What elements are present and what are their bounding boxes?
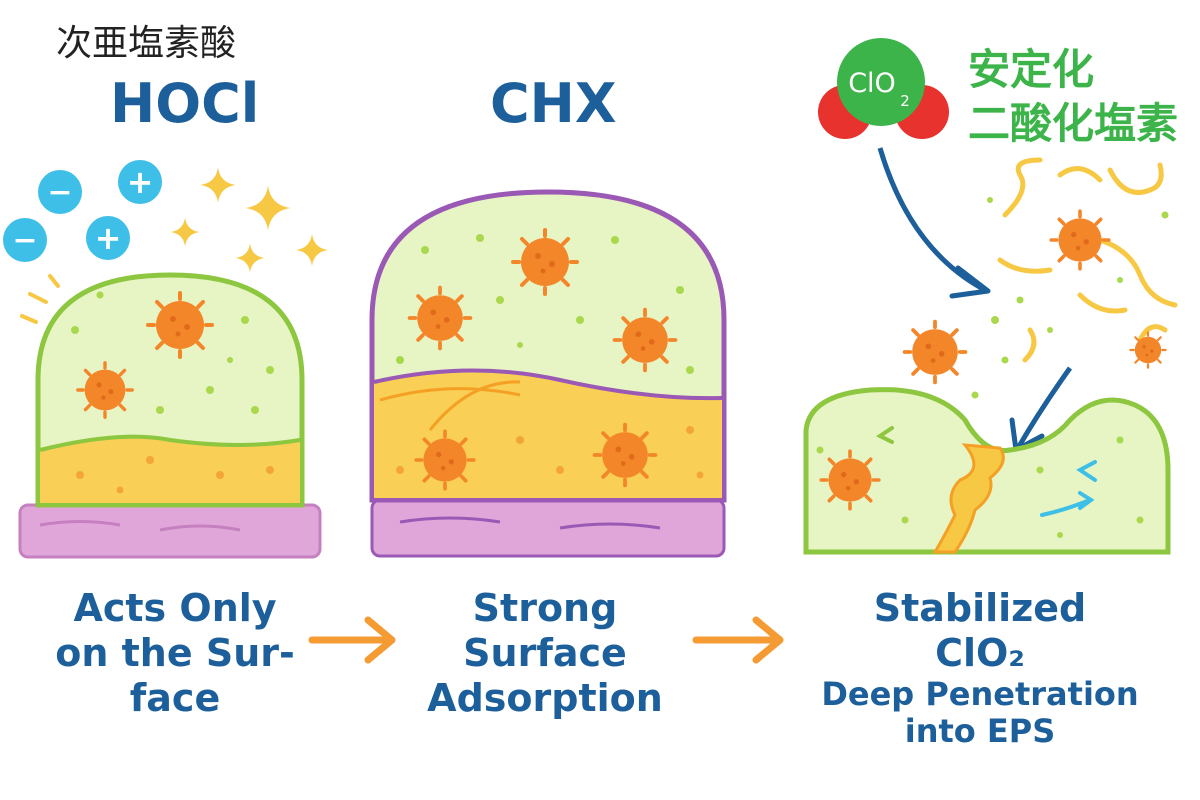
ion-minus-2: − [12,223,37,258]
clo2-molecule-subscript: 2 [900,92,910,110]
hocl-caption: Acts Only on the Sur- face [20,586,330,720]
clo2-bacterium-1 [1049,209,1111,271]
hocl-caption-line3: face [129,675,221,720]
chx-substrate [370,498,726,558]
clo2-japanese-label-line1: 安定化 [968,45,1095,94]
chx-panel [369,189,727,558]
sparkle-icon-2 [245,185,291,231]
clo2-molecule-label: ClO [848,68,896,99]
hocl-title: HOCl [110,72,260,135]
clo2-bacterium-2 [902,319,968,385]
hocl-ions: − + − + [3,160,162,262]
ion-plus-1: + [127,163,154,201]
penetration-arrow-1 [877,147,987,293]
sparkle-icon-5 [296,234,328,266]
chx-title: CHX [490,72,617,135]
clo2-molecule-icon: ClO 2 [818,38,949,139]
chx-bacterium-1 [511,228,579,296]
clo2-panel: ClO 2 [803,38,1178,555]
chx-caption-line3: Adsorption [427,675,663,720]
penetration-arrow-2 [1015,366,1073,450]
ion-plus-2: + [95,219,122,257]
eps-strands [997,157,1178,363]
eps-crack [932,443,1005,554]
clo2-caption-line3: Deep Penetration [821,674,1139,713]
clo2-bacterium-4 [819,449,881,511]
clo2-caption-line1: Stabilized [873,586,1087,630]
chx-bacterium-3 [612,307,678,373]
chx-bacterium-4 [414,429,476,491]
clo2-japanese-label-line2: 二酸化塩素 [968,99,1179,148]
chx-bacterium-2 [407,285,473,351]
sparkle-icon-4 [235,243,265,273]
ion-minus-1: − [47,175,72,210]
chx-caption: Strong Surface Adsorption [390,586,700,720]
clo2-bacterium-3 [1129,331,1167,369]
chx-bacterium-5 [592,422,658,488]
hocl-substrate [18,503,322,559]
inner-arrow-1 [1076,460,1097,482]
sparkle-icon-1 [200,167,236,203]
flow-arrow-2 [692,616,784,664]
clo2-caption: Stabilized ClO₂ Deep Penetration into EP… [800,586,1160,751]
hocl-bacterium-1 [146,291,214,359]
hocl-caption-line1: Acts Only [73,586,277,630]
chx-caption-line2: Surface [463,630,627,675]
sparkle-icon-3 [170,217,200,247]
hocl-japanese-label: 次亜塩素酸 [56,23,237,64]
clo2-caption-line4: into EPS [904,712,1056,751]
clo2-caption-line2: ClO₂ [935,630,1025,675]
chx-caption-line1: Strong [472,586,618,630]
flow-arrow-1 [308,616,396,664]
hocl-eps-layer [40,436,300,503]
hocl-bacterium-2 [76,361,134,419]
hocl-caption-line2: on the Sur- [55,630,295,675]
hocl-panel: − + − + [3,160,328,559]
